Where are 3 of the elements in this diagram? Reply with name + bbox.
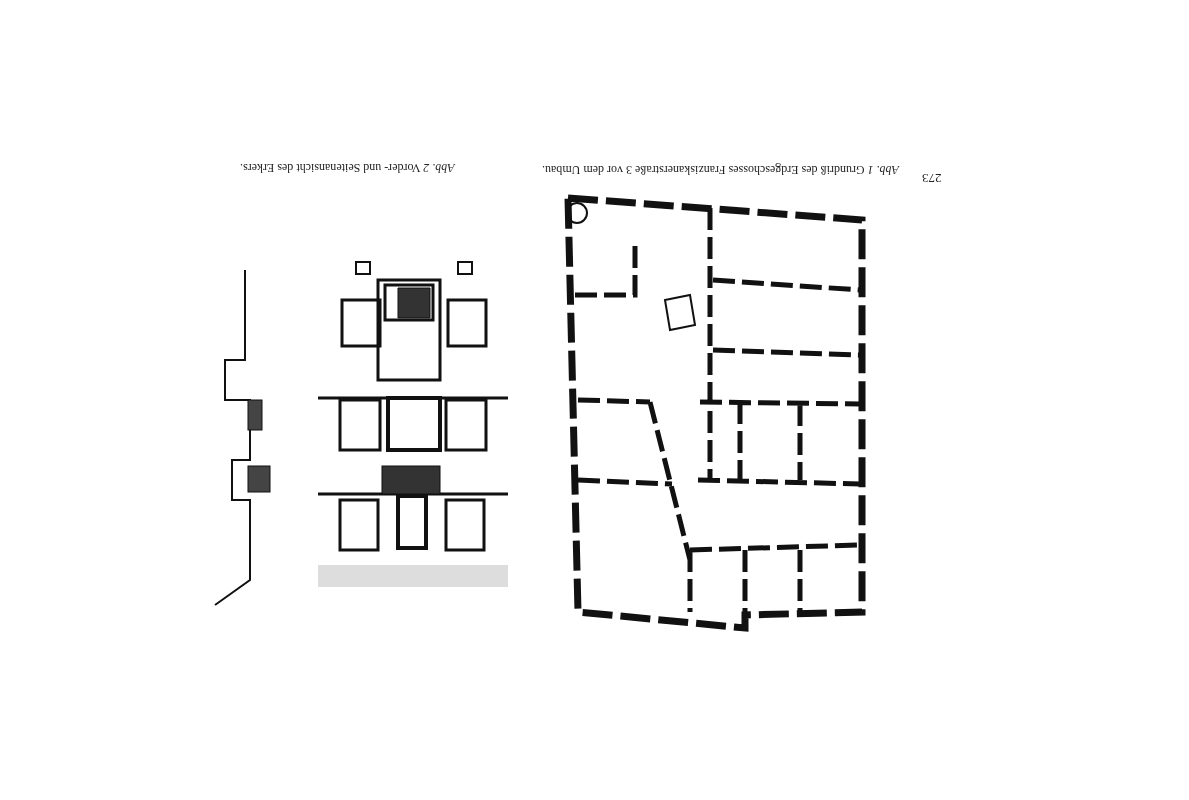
figure-caption: Abb. 2 Vorder- und Seitenansicht des Erkers.	[240, 160, 455, 175]
page-number: 273	[922, 170, 942, 186]
figure-caption: Abb. 1 Grundriß des Erdgeschosses Franziskanerstraße 3 vor dem Umbau.	[542, 162, 899, 177]
